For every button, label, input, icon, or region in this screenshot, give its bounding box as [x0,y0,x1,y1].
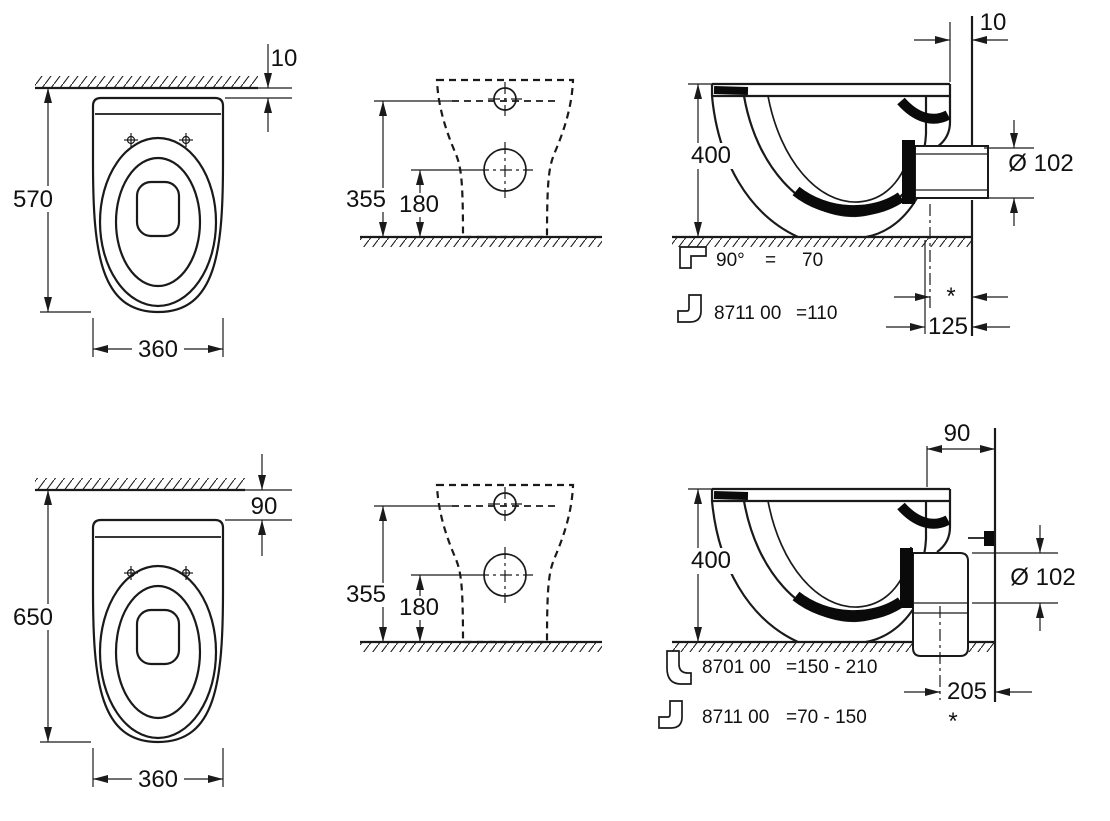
bottom-row: 650 360 90 355 180 [8,420,1076,793]
seat-inner [114,584,202,720]
outlet-pipe-icon [677,294,702,323]
horizontal-outlet-pipe [902,140,989,310]
wall-hatch [35,478,245,490]
dim-diameter-label: Ø 102 [1008,150,1073,177]
note-code-value: =150 - 210 [786,657,877,678]
floor-hatch [968,643,995,652]
dim-360-label: 360 [138,336,178,363]
vertical-outlet-pipe [900,531,995,700]
note-code-value: =70 - 150 [786,707,867,728]
bowl-water-area [135,180,181,238]
dim-355-label: 355 [346,581,386,608]
front-view-top: 355 180 [341,80,602,247]
dim-wallgap-label: 90 [944,420,971,447]
dim-wallgap-label: 10 [271,45,298,72]
floor-hatch [672,643,912,652]
dim-wallgap-label: 90 [251,493,278,520]
note-8701: 8701 00 =150 - 210 [666,650,877,685]
dim-wallgap-label: 10 [980,9,1007,36]
outlet-pipe-icon [658,700,683,729]
side-view-top: 400 10 Ø 102 * 125 90° = [672,9,1074,340]
dim-variable-label: * [946,283,955,310]
front-view-bottom: 355 180 [341,485,602,652]
dim-180-label: 180 [399,191,439,218]
front-view-drawing [360,485,602,652]
dim-360-label: 360 [138,766,178,793]
outlet-pipe-icon [679,246,707,269]
note-code-label: 8711 00 [702,707,769,728]
note-angle-label: 90° [716,250,745,271]
seat-outer [98,136,218,308]
plan-view-650: 650 360 90 [8,454,292,793]
dim-125-label: 125 [928,313,968,340]
wall-hatch [35,76,258,88]
seat-inner [114,156,202,288]
side-view-bottom: 400 90 Ø 102 205 * 8701 00 =150 - 210 [658,420,1076,735]
dim-180-label: 180 [399,594,439,621]
note-8711: 8711 00 =70 - 150 [658,700,867,729]
note-angle-eq: = [765,250,776,271]
hinge-marker [124,133,193,147]
dim-355-label: 355 [346,186,386,213]
dim-variable-label: * [948,708,957,735]
dim-400-label: 400 [691,142,731,169]
dim-400-label: 400 [691,547,731,574]
dim-650-label: 650 [13,604,53,631]
note-code-label: 8711 00 [714,303,781,324]
note-code-value: =110 [796,303,837,324]
bowl-water-area [135,608,181,666]
toilet-plan-outline [91,96,225,314]
note-8711: 8711 00 =110 [677,294,837,324]
dim-570-label: 570 [13,186,53,213]
outlet-pipe-icon [666,650,692,685]
dim-205-label: 205 [947,678,987,705]
plan-view-570: 570 360 10 [8,44,297,363]
floor-hatch [672,238,972,247]
hinge-marker [124,566,193,580]
note-90deg: 90° = 70 [679,246,823,271]
note-code-label: 8701 00 [702,657,771,678]
dim-diameter-label: Ø 102 [1010,564,1075,591]
seat-outer [98,564,218,740]
note-angle-value: 70 [802,250,823,271]
toilet-plan-outline [91,518,225,744]
front-view-drawing [360,80,602,247]
top-row: 570 360 10 355 180 [8,9,1074,363]
